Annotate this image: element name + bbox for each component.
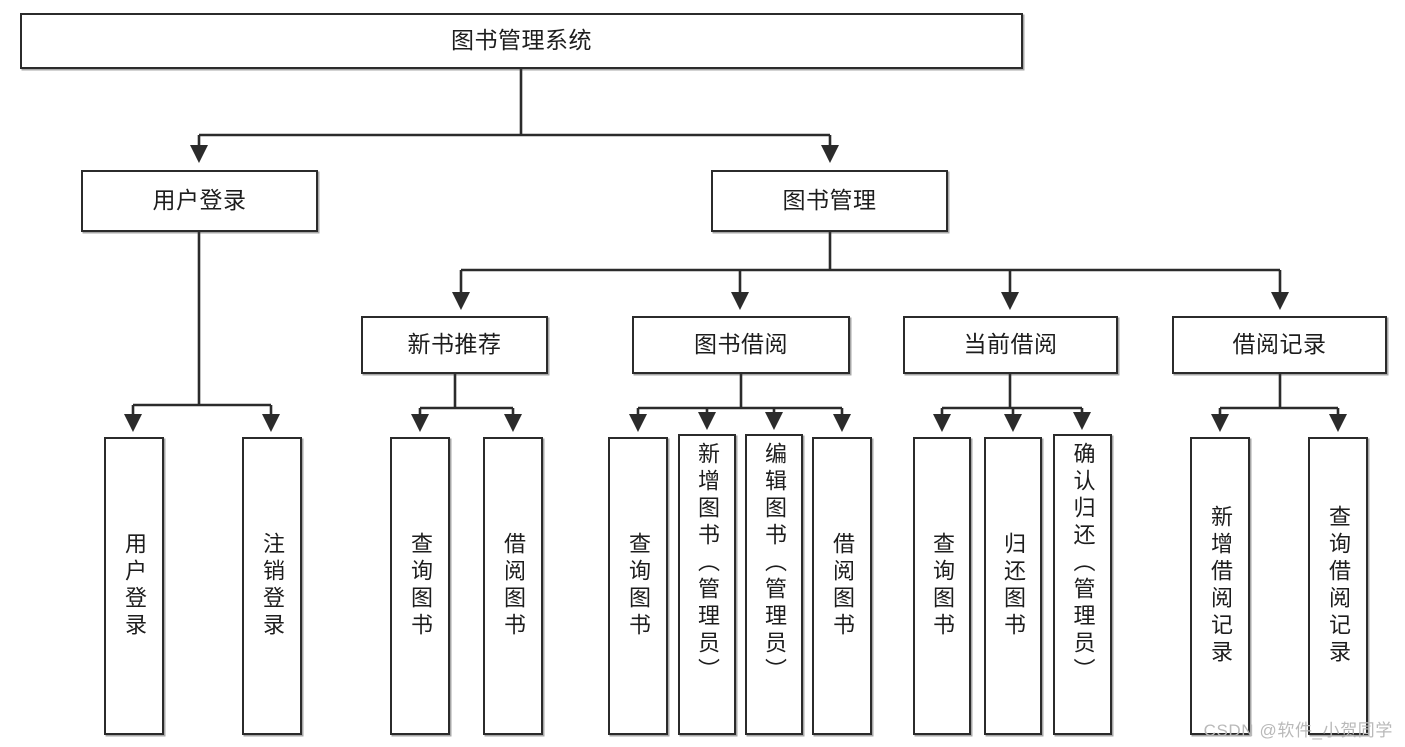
leaf-confirm-return-admin-label: 确认归还（管理员） (1070, 442, 1096, 685)
node-borrow-records-label: 借阅记录 (1232, 331, 1327, 358)
leaf-add-borrow-record[interactable]: 新增借阅记录 (1190, 437, 1250, 735)
leaf-query-book-current-label: 查询图书 (930, 532, 955, 640)
leaf-add-book-admin[interactable]: 新增图书（管理员） (678, 434, 736, 735)
node-user-login[interactable]: 用户登录 (81, 170, 318, 232)
node-book-management-label: 图书管理 (782, 187, 877, 214)
leaf-edit-book-admin-label: 编辑图书（管理员） (762, 442, 787, 685)
leaf-query-borrow-record[interactable]: 查询借阅记录 (1308, 437, 1368, 735)
leaf-query-book-borrow-label: 查询图书 (626, 532, 651, 640)
leaf-query-book-borrow[interactable]: 查询图书 (608, 437, 668, 735)
leaf-return-book[interactable]: 归还图书 (984, 437, 1042, 735)
leaf-user-login-label: 用户登录 (122, 532, 147, 640)
leaf-query-book-recommend-label: 查询图书 (408, 532, 433, 640)
node-book-management[interactable]: 图书管理 (711, 170, 948, 232)
leaf-borrow-book-recommend-label: 借阅图书 (501, 532, 526, 640)
leaf-borrow-book-recommend[interactable]: 借阅图书 (483, 437, 543, 735)
leaf-borrow-book[interactable]: 借阅图书 (812, 437, 872, 735)
leaf-return-book-label: 归还图书 (1001, 532, 1026, 640)
node-root-label: 图书管理系统 (451, 27, 592, 54)
leaf-logout[interactable]: 注销登录 (242, 437, 302, 735)
leaf-borrow-book-label: 借阅图书 (830, 532, 855, 640)
leaf-query-book-current[interactable]: 查询图书 (913, 437, 971, 735)
node-book-borrow-label: 图书借阅 (694, 331, 788, 358)
leaf-add-book-admin-label: 新增图书（管理员） (695, 442, 720, 685)
node-current-borrow[interactable]: 当前借阅 (903, 316, 1118, 374)
leaf-query-book-recommend[interactable]: 查询图书 (390, 437, 450, 735)
leaf-query-borrow-record-label: 查询借阅记录 (1326, 505, 1351, 667)
leaf-logout-label: 注销登录 (260, 532, 285, 640)
leaf-user-login[interactable]: 用户登录 (104, 437, 164, 735)
leaf-edit-book-admin[interactable]: 编辑图书（管理员） (745, 434, 803, 735)
watermark: CSDN @软件_小贺同学 (1203, 721, 1393, 740)
node-user-login-label: 用户登录 (152, 187, 247, 214)
leaf-add-borrow-record-label: 新增借阅记录 (1208, 505, 1233, 667)
node-new-book-recommend[interactable]: 新书推荐 (361, 316, 548, 374)
node-current-borrow-label: 当前借阅 (963, 331, 1058, 358)
node-book-borrow[interactable]: 图书借阅 (632, 316, 850, 374)
node-borrow-records[interactable]: 借阅记录 (1172, 316, 1387, 374)
node-root[interactable]: 图书管理系统 (20, 13, 1023, 69)
leaf-confirm-return-admin[interactable]: 确认归还（管理员） (1053, 434, 1112, 735)
node-new-book-recommend-label: 新书推荐 (407, 331, 502, 358)
